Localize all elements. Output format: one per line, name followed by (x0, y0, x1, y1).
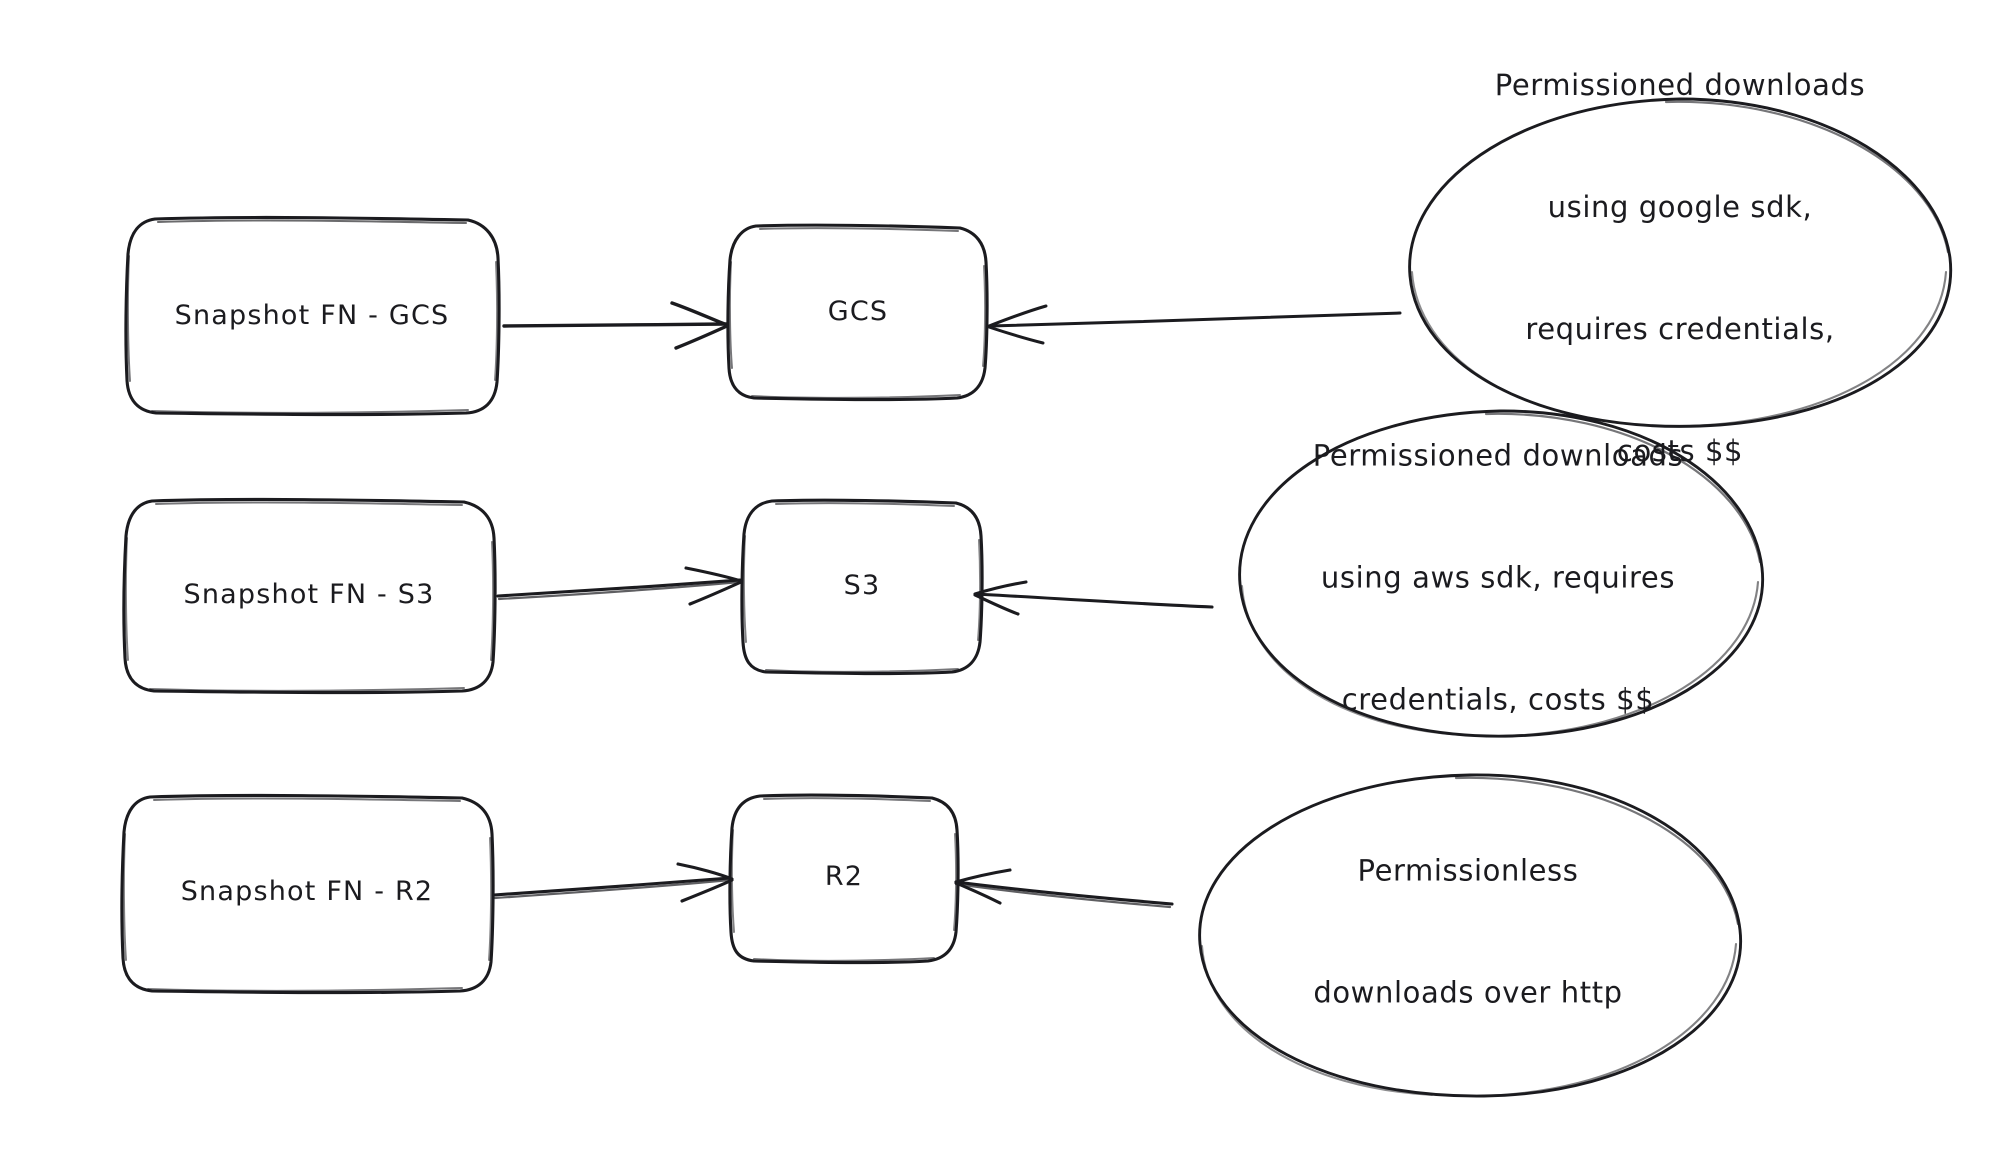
arrow-fn-to-gcs (502, 301, 729, 350)
node-snapshot-fn-gcs[interactable] (126, 217, 498, 415)
shape-s3 (740, 498, 984, 676)
node-gcs[interactable] (730, 224, 986, 400)
note-gcs[interactable] (1408, 98, 1952, 426)
shape-note-r2 (1198, 773, 1743, 1098)
shape-snapshot-fn-gcs (124, 215, 501, 417)
node-r2[interactable] (733, 794, 955, 960)
arrow-note-to-r2 (954, 868, 1174, 909)
shape-note-s3 (1238, 409, 1765, 738)
note-s3[interactable] (1238, 410, 1762, 736)
note-r2[interactable] (1198, 774, 1742, 1096)
shape-note-gcs (1408, 97, 1953, 428)
arrow-fn-to-s3 (496, 566, 743, 606)
node-s3[interactable] (744, 499, 980, 673)
arrow-fn-to-r2 (492, 862, 734, 903)
arrow-note-to-s3 (973, 580, 1214, 616)
node-snapshot-fn-s3[interactable] (124, 499, 494, 691)
arrow-note-to-gcs (987, 304, 1402, 345)
node-snapshot-fn-r2[interactable] (121, 794, 493, 990)
shape-snapshot-fn-s3 (122, 497, 497, 695)
shape-snapshot-fn-r2 (120, 793, 495, 995)
shape-gcs (726, 223, 989, 402)
